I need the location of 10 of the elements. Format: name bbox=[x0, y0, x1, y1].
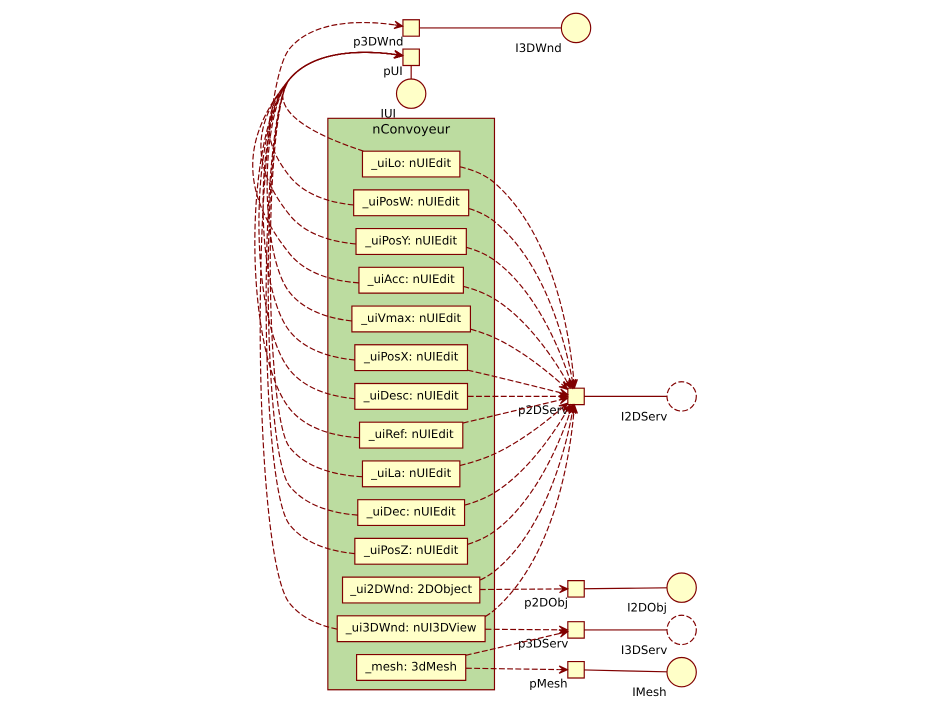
node-label: I3DWnd bbox=[514, 40, 562, 55]
node-label: p3DServ bbox=[518, 636, 568, 651]
node-label: pMesh bbox=[528, 676, 568, 690]
node-label: I2DServ bbox=[620, 409, 667, 424]
node-label: IMesh bbox=[632, 685, 666, 700]
node-label: p3DWnd bbox=[352, 34, 403, 49]
node-label: p2DObj bbox=[524, 595, 568, 610]
node-label: I3DServ bbox=[620, 642, 667, 657]
node-label: pUI bbox=[382, 64, 402, 78]
node-label: I2DObj bbox=[626, 600, 666, 615]
